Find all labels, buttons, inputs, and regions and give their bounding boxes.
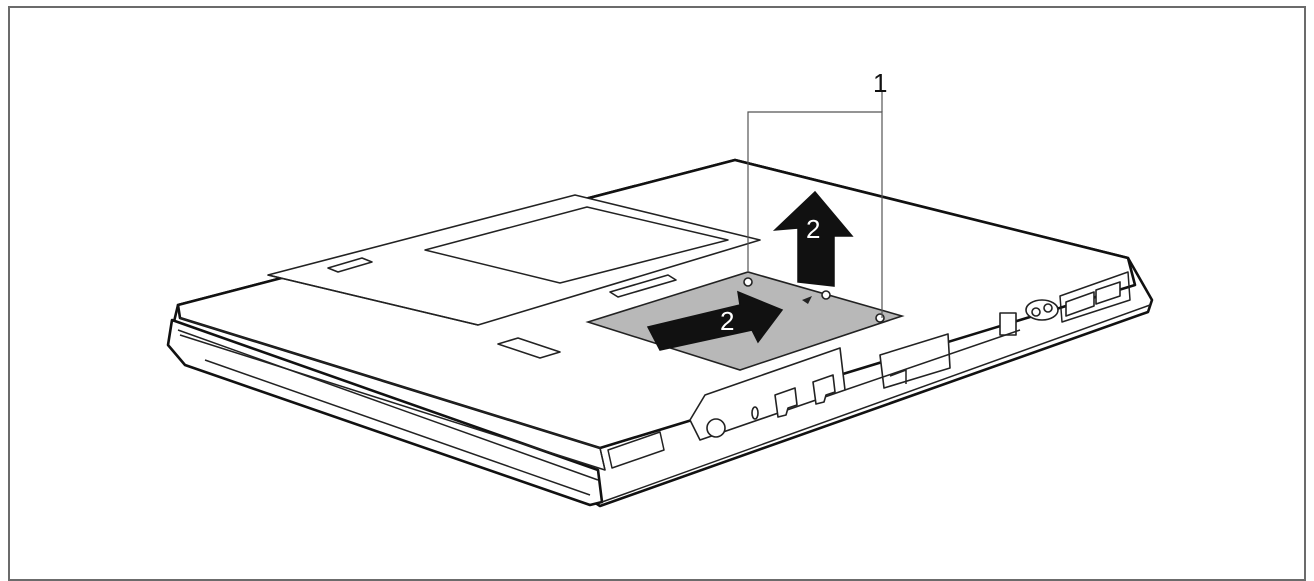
cover-screw — [875, 313, 885, 323]
led-indicator — [751, 406, 759, 420]
lift-step-label: 2 — [806, 214, 820, 244]
rubber-foot — [497, 337, 561, 359]
lan-port — [812, 374, 836, 405]
slide-arrow — [646, 290, 784, 351]
usb-port — [1095, 281, 1121, 305]
cover-screw — [743, 277, 753, 287]
port-panel — [607, 271, 1131, 469]
vent-slot — [609, 274, 677, 298]
audio-port — [999, 312, 1017, 336]
battery-latch — [327, 257, 373, 273]
cover-arrow-mark — [802, 296, 812, 304]
slide-step-label: 2 — [720, 306, 734, 336]
cover-screw — [821, 290, 831, 300]
power-jack — [706, 418, 726, 438]
modem-port — [774, 387, 798, 418]
audio-port — [1025, 299, 1059, 321]
usb-port — [1065, 291, 1095, 317]
callout-leader — [747, 92, 883, 318]
lift-arrow — [772, 190, 854, 287]
callout-label-1: 1 — [873, 68, 887, 98]
